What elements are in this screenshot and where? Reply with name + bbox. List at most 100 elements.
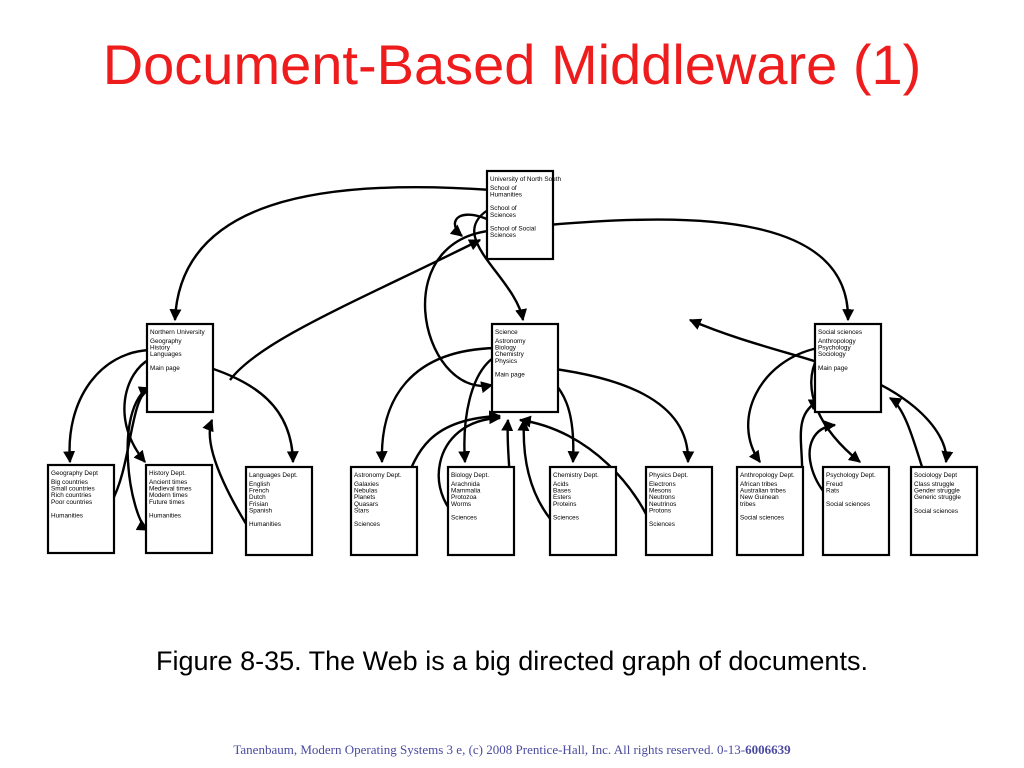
- document-link-text[interactable]: Sciences: [490, 232, 516, 239]
- document-link-text[interactable]: Sciences: [354, 521, 380, 528]
- document-header[interactable]: Northern University: [150, 329, 205, 336]
- document-header[interactable]: Sociology Dept: [914, 472, 957, 479]
- document-header[interactable]: Physics Dept.: [649, 472, 688, 479]
- document-link-text[interactable]: Protozoa: [451, 494, 477, 501]
- hyperlink-arrow: [169, 185, 493, 322]
- document-box: [244, 465, 314, 557]
- document-link-text[interactable]: Sciences: [490, 212, 516, 219]
- document-link-text[interactable]: Main page: [495, 371, 525, 378]
- document-header[interactable]: Anthropology Dept.: [740, 472, 795, 479]
- document-link-text[interactable]: Stars: [354, 507, 369, 514]
- document-link-text[interactable]: Class struggle: [914, 481, 955, 488]
- document-header[interactable]: Astronomy Dept.: [354, 472, 402, 479]
- document-link-text[interactable]: Chemistry: [495, 351, 525, 358]
- document-link-text[interactable]: Sciences: [451, 514, 477, 521]
- document-link-text[interactable]: Future times: [149, 499, 185, 506]
- document-link-text[interactable]: Dutch: [249, 494, 266, 501]
- document-header[interactable]: Languages Dept.: [249, 472, 298, 479]
- document-link-text[interactable]: Physics: [495, 358, 517, 365]
- document-link-text[interactable]: School of: [490, 205, 517, 212]
- document-link-text[interactable]: Quasars: [354, 501, 378, 508]
- document-header[interactable]: Chemistry Dept.: [553, 472, 599, 479]
- document-link-text[interactable]: English: [249, 481, 270, 488]
- document-box: [548, 465, 618, 557]
- copyright-footer: Tanenbaum, Modern Operating Systems 3 e,…: [0, 742, 1024, 758]
- hyperlink-arrow: [375, 346, 497, 464]
- document-link-text[interactable]: Rats: [826, 488, 839, 495]
- document-link-text[interactable]: Main page: [150, 365, 180, 372]
- document-link-text[interactable]: Nebulas: [354, 488, 377, 495]
- document-link-text[interactable]: Social sciences: [740, 514, 784, 521]
- document-link-text[interactable]: Sciences: [553, 514, 579, 521]
- document-link-text[interactable]: Humanities: [249, 521, 281, 528]
- document-link-text[interactable]: School of: [490, 185, 517, 192]
- document-link-text[interactable]: Main page: [818, 365, 848, 372]
- document-link-text[interactable]: Psychology: [818, 345, 851, 352]
- document-link-text[interactable]: Languages: [150, 351, 182, 358]
- document-northern: Northern UniversityGeographyHistoryLangu…: [145, 322, 215, 414]
- document-link-text[interactable]: Neutrons: [649, 494, 675, 501]
- document-link-text[interactable]: Humanities: [490, 192, 522, 199]
- document-link-text[interactable]: African tribes: [740, 481, 777, 488]
- document-link-text[interactable]: Bases: [553, 488, 571, 495]
- document-link-text[interactable]: tribes: [740, 501, 756, 508]
- hyperlink-arrow: [123, 357, 151, 463]
- document-link-text[interactable]: Humanities: [149, 512, 181, 519]
- document-link-text[interactable]: Small countries: [51, 486, 95, 493]
- document-link-text[interactable]: Mammalia: [451, 488, 481, 495]
- document-link-text[interactable]: Spanish: [249, 507, 273, 514]
- document-link-text[interactable]: Worms: [451, 501, 471, 508]
- document-link-text[interactable]: Big countries: [51, 479, 88, 486]
- document-link-text[interactable]: Protons: [649, 507, 671, 514]
- document-link-text[interactable]: Geography: [150, 338, 182, 345]
- hyperlink-arrow: [458, 354, 497, 464]
- document-header[interactable]: Psychology Dept.: [826, 472, 876, 479]
- document-link-text[interactable]: Frisian: [249, 501, 269, 508]
- document-link-text[interactable]: Social sciences: [914, 508, 958, 515]
- document-link-text[interactable]: Australian tribes: [740, 488, 786, 495]
- document-link-text[interactable]: Biology: [495, 345, 517, 352]
- document-link-text[interactable]: History: [150, 345, 171, 352]
- document-header[interactable]: History Dept.: [149, 470, 186, 477]
- document-link-text[interactable]: Poor countries: [51, 499, 92, 506]
- document-header[interactable]: University of North South: [490, 176, 561, 183]
- document-link-text[interactable]: Astronomy: [495, 338, 526, 345]
- footer-isbn: 6006639: [745, 742, 791, 757]
- document-link-text[interactable]: Neutrinos: [649, 501, 676, 508]
- document-header[interactable]: Biology Dept.: [451, 472, 489, 479]
- document-link-text[interactable]: Arachnida: [451, 481, 480, 488]
- document-box: [821, 465, 891, 557]
- document-link-text[interactable]: Humanities: [51, 512, 83, 519]
- document-header[interactable]: Geography Dept: [51, 470, 98, 477]
- document-link-text[interactable]: Sociology: [818, 351, 847, 358]
- document-link-text[interactable]: Freud: [826, 481, 843, 488]
- document-link-text[interactable]: Acids: [553, 481, 569, 488]
- document-link-text[interactable]: Modern times: [149, 492, 188, 499]
- document-link-text[interactable]: Rich countries: [51, 492, 92, 499]
- document-link-text[interactable]: School of Social: [490, 225, 536, 232]
- document-box: [144, 463, 214, 555]
- document-link-text[interactable]: Social sciences: [826, 501, 870, 508]
- document-link-text[interactable]: Proteins: [553, 501, 576, 508]
- document-link-text[interactable]: New Guinean: [740, 494, 779, 501]
- document-link-text[interactable]: Gender struggle: [914, 488, 960, 495]
- document-link-text[interactable]: Mesons: [649, 488, 671, 495]
- document-link-text[interactable]: Electrons: [649, 481, 676, 488]
- hyperlink-arrow: [423, 228, 511, 394]
- document-link-text[interactable]: Generic struggle: [914, 494, 961, 501]
- document-link-text[interactable]: Sciences: [649, 521, 675, 528]
- document-link-text[interactable]: Anthropology: [818, 338, 856, 345]
- document-link-text[interactable]: Esters: [553, 494, 571, 501]
- document-link-text[interactable]: French: [249, 488, 269, 495]
- document-link-text[interactable]: Ancient times: [149, 479, 187, 486]
- document-box: [644, 465, 714, 557]
- document-link-text[interactable]: Planets: [354, 494, 375, 501]
- document-header[interactable]: Social sciences: [818, 329, 862, 336]
- document-header[interactable]: Science: [495, 329, 518, 336]
- document-link-text[interactable]: Galaxies: [354, 481, 379, 488]
- document-anthropology: Anthropology Dept. African tribesAustrali…: [735, 465, 805, 557]
- document-link-text[interactable]: Medieval times: [149, 486, 192, 493]
- hyperlink-arrow: [229, 238, 482, 381]
